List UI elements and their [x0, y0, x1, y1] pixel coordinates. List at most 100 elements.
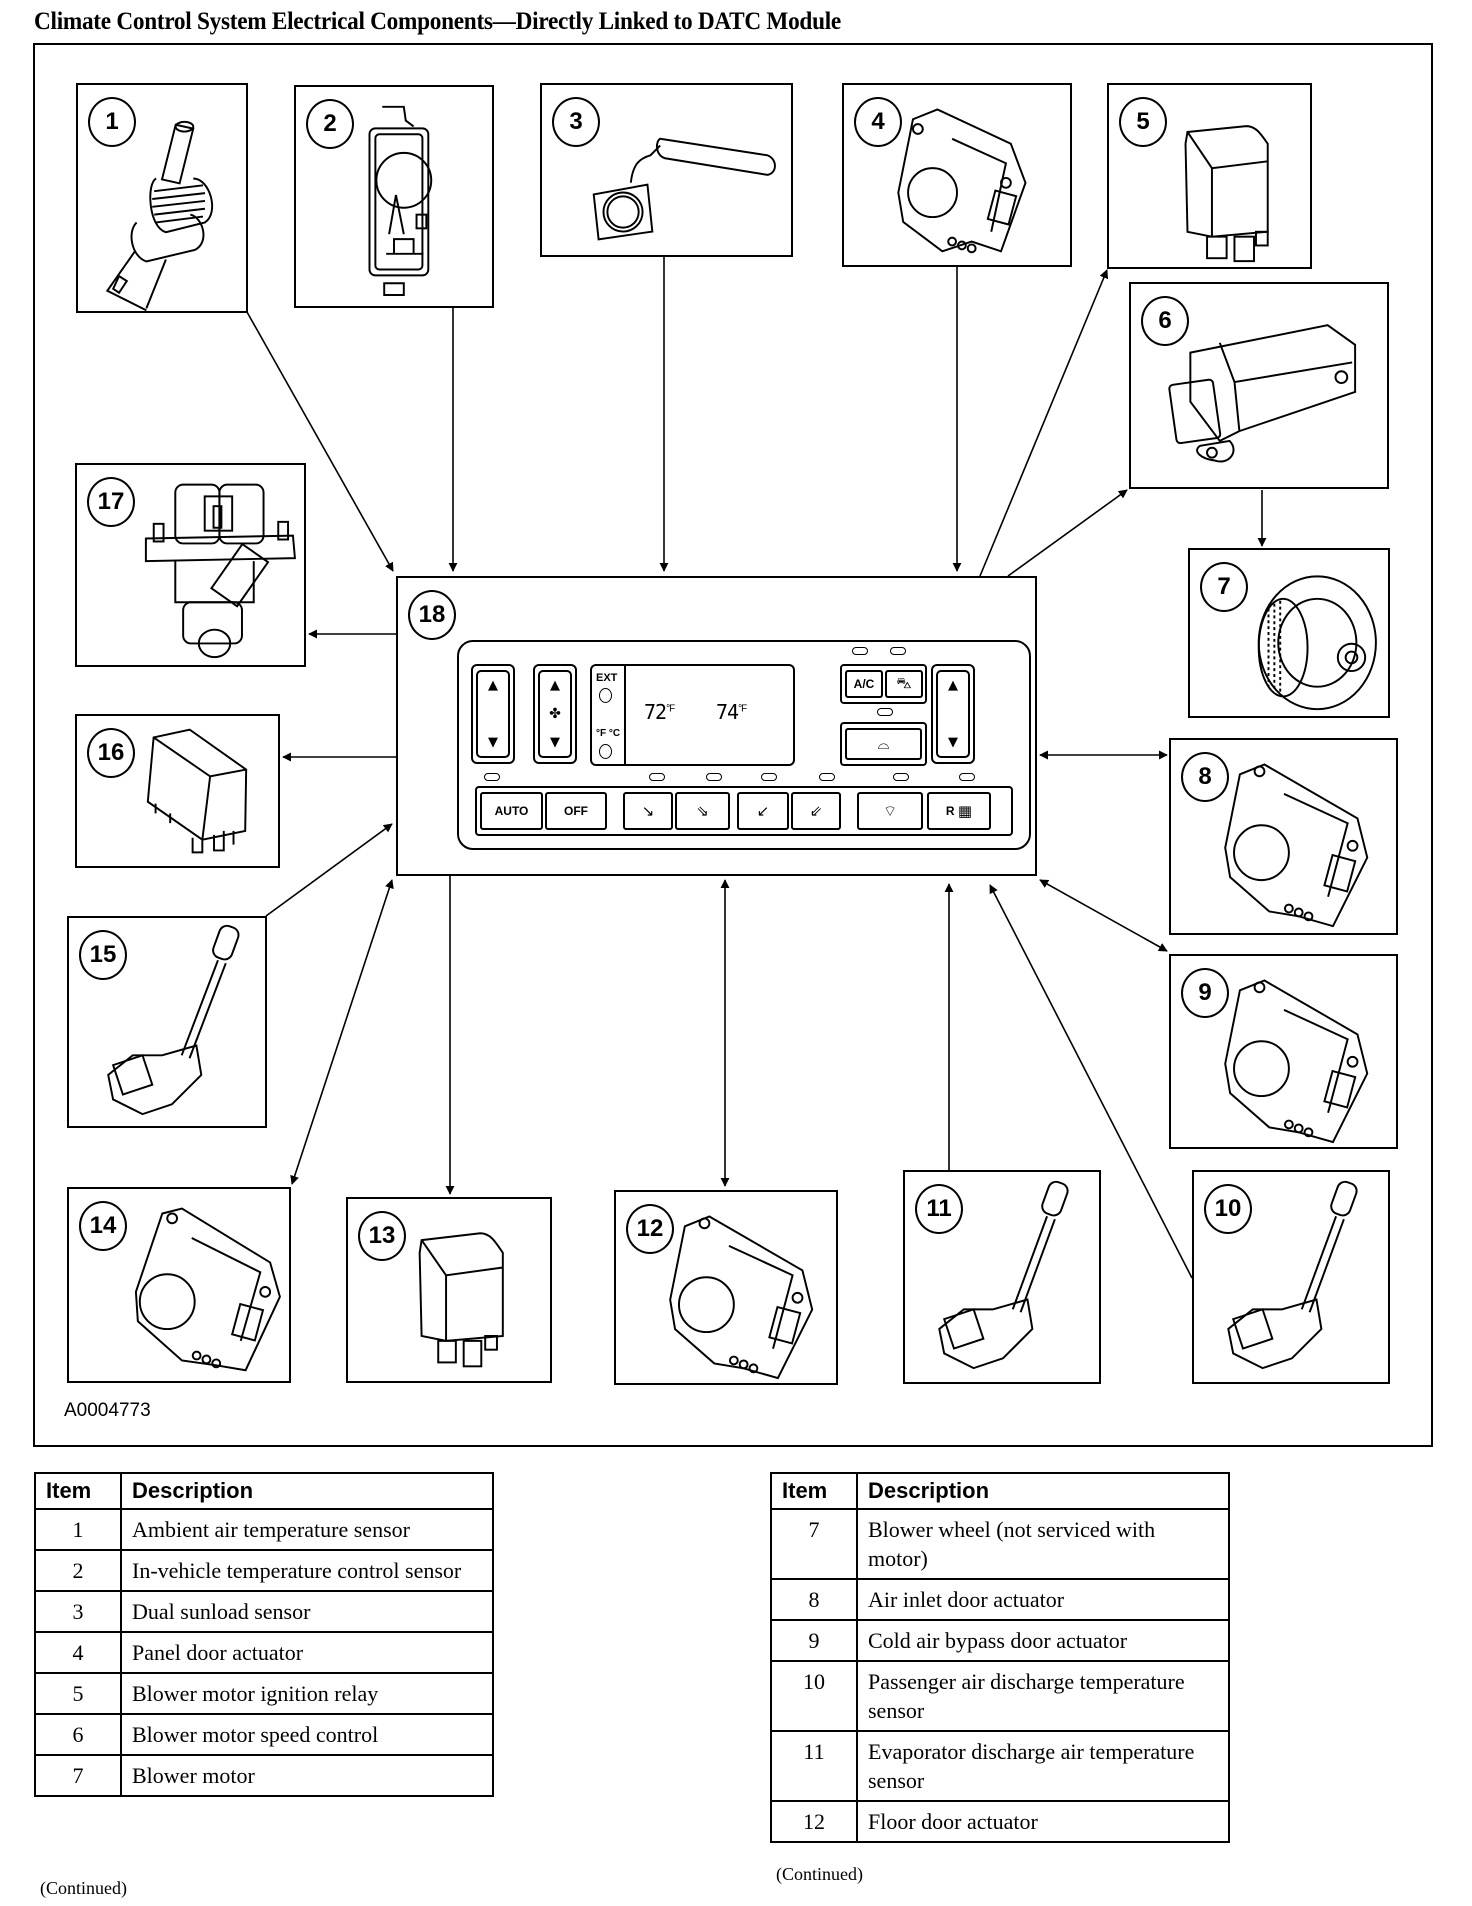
recirc-indicator — [890, 647, 906, 655]
fan-speed-rocker[interactable]: ▲ ✤ ▼ — [533, 664, 577, 764]
panel-floor-mode-indicator — [706, 773, 722, 781]
item-number: 11 — [770, 1730, 858, 1802]
item-description: Cold air bypass door actuator — [856, 1619, 1230, 1662]
door-actuator-icon — [669, 1215, 814, 1380]
item-description: In-vehicle temperature control sensor — [120, 1549, 494, 1592]
component-2-in-vehicle-sensor: 2 — [294, 85, 494, 308]
passenger-temp-value: 74 — [716, 700, 739, 724]
item-description: Blower motor ignition relay — [120, 1672, 494, 1715]
header-description: Description — [120, 1472, 494, 1510]
temp-down-icon: ▼ — [488, 735, 498, 750]
max-defrost-button[interactable]: ⌔ — [857, 792, 923, 830]
blower-motor-icon — [1257, 575, 1377, 711]
heater-valve-icon — [144, 483, 296, 659]
legend-header-row: Item Description — [34, 1472, 494, 1510]
arrow-1-to-18 — [246, 311, 394, 572]
component-1-ambient-sensor: 1 — [76, 83, 248, 313]
defrost-group: ⌓ — [840, 722, 927, 766]
callout-18: 18 — [408, 590, 456, 640]
callout-3: 3 — [552, 97, 600, 147]
probe-sensor-icon — [938, 1180, 1069, 1370]
bilevel-vent-icon: ⇘ — [696, 802, 709, 820]
callout-16: 16 — [87, 728, 135, 778]
item-number: 8 — [770, 1578, 858, 1621]
item-number: 7 — [770, 1508, 858, 1580]
component-14-door-actuator: 14 — [67, 1187, 291, 1383]
temperature-sensor-icon — [105, 120, 214, 311]
units-button[interactable] — [599, 744, 612, 759]
floor-vent-icon: ↙ — [756, 802, 770, 820]
temp-up-icon: ▲ — [948, 678, 958, 693]
item-description: Blower wheel (not serviced with motor) — [856, 1508, 1230, 1580]
callout-13: 13 — [358, 1211, 406, 1261]
fan-down-icon: ▼ — [550, 735, 560, 750]
rear-defrost-button[interactable]: R ▦ — [927, 792, 991, 830]
relay-icon — [146, 728, 248, 854]
front-defrost-button[interactable]: ⌓ — [845, 728, 922, 760]
component-8-air-inlet-actuator: 8 — [1169, 738, 1398, 935]
item-number: 7 — [34, 1754, 122, 1797]
callout-1: 1 — [88, 97, 136, 147]
continued-note-1: (Continued) — [40, 1878, 127, 1898]
item-description: Panel door actuator — [120, 1631, 494, 1674]
fan-icon: ✤ — [549, 706, 561, 722]
callout-4: 4 — [854, 97, 902, 147]
door-actuator-icon — [134, 1207, 281, 1372]
rear-defrost-indicator — [959, 773, 975, 781]
header-description: Description — [856, 1472, 1230, 1510]
panel-vent-icon: ↘ — [641, 802, 655, 820]
callout-5: 5 — [1119, 97, 1167, 147]
figure-id: A0004773 — [64, 1400, 151, 1421]
callout-8: 8 — [1181, 752, 1229, 802]
ac-button[interactable]: A/C — [845, 670, 883, 698]
item-number: 3 — [34, 1590, 122, 1633]
arrow-15-to-18 — [265, 823, 393, 917]
speed-control-module-icon — [1168, 324, 1357, 463]
floor-defrost-mode-button[interactable]: ⇙ — [791, 792, 841, 830]
component-11-evaporator-discharge-sensor: 11 — [903, 1170, 1101, 1384]
recirc-button[interactable]: ⛍ — [885, 670, 923, 698]
panel-mode-button[interactable]: ↘ — [623, 792, 673, 830]
defrost-indicator — [877, 708, 893, 716]
floor-mode-button[interactable]: ↙ — [737, 792, 789, 830]
driver-temp-value: 72 — [644, 700, 667, 724]
legend-header-row: Item Description — [770, 1472, 1230, 1510]
component-9-cold-air-bypass-actuator: 9 — [1169, 954, 1398, 1149]
passenger-temp-rocker[interactable]: ▲ ▼ — [931, 664, 975, 764]
arrow-18-14 — [290, 879, 394, 1185]
windshield-defrost-icon: ⌓ — [877, 735, 890, 753]
relay-icon — [418, 1232, 504, 1368]
panel-floor-mode-button[interactable]: ⇘ — [675, 792, 730, 830]
off-button[interactable]: OFF — [545, 792, 607, 830]
callout-7: 7 — [1200, 562, 1248, 612]
auto-indicator — [484, 773, 500, 781]
continued-note-2: (Continued) — [776, 1864, 863, 1884]
auto-button[interactable]: AUTO — [480, 792, 543, 830]
driver-temp-rocker[interactable]: ▲ ▼ — [471, 664, 515, 764]
component-15-probe-sensor: 15 — [67, 916, 267, 1128]
temp-up-icon: ▲ — [488, 678, 498, 693]
item-description: Dual sunload sensor — [120, 1590, 494, 1633]
header-item: Item — [34, 1472, 122, 1510]
item-description: Ambient air temperature sensor — [120, 1508, 494, 1551]
item-description: Blower motor speed control — [120, 1713, 494, 1756]
arrow-10-to-18 — [989, 884, 1193, 1279]
rear-window-defrost-icon: ▦ — [957, 802, 973, 820]
ext-button[interactable] — [599, 688, 612, 703]
max-defrost-indicator — [893, 773, 909, 781]
sunload-sensor-icon — [592, 137, 776, 241]
lcd-display: EXT °F °C 72°F 74°F — [590, 664, 795, 766]
item-number: 1 — [34, 1508, 122, 1551]
floor-defrost-mode-indicator — [819, 773, 835, 781]
windshield-icon: ⌔ — [882, 801, 898, 820]
item-number: 6 — [34, 1713, 122, 1756]
